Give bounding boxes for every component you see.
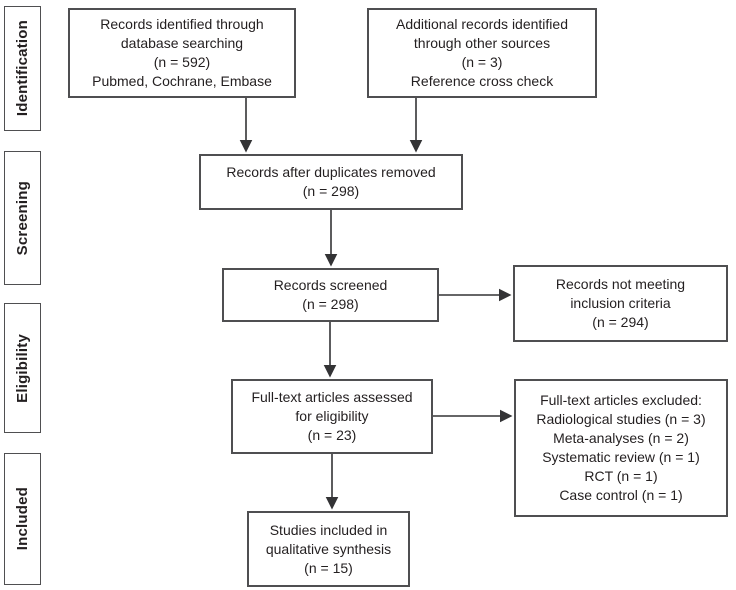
box-records-after-duplicates-removed: Records after duplicates removed (n = 29… <box>199 154 463 210</box>
stage-label-eligibility: Eligibility <box>14 333 31 403</box>
box-records-not-meeting-criteria: Records not meeting inclusion criteria (… <box>513 265 728 342</box>
box-records-identified: Records identified through database sear… <box>68 8 296 98</box>
stage-box-eligibility: Eligibility <box>4 303 41 433</box>
box-additional-records: Additional records identified through ot… <box>367 8 597 98</box>
stage-label-screening: Screening <box>14 180 31 256</box>
stage-box-identification: Identification <box>4 6 41 131</box>
box-fulltext-assessed: Full-text articles assessed for eligibil… <box>231 379 433 454</box>
stage-label-included: Included <box>14 487 31 551</box>
box-records-screened: Records screened (n = 298) <box>222 268 439 322</box>
stage-box-screening: Screening <box>4 151 41 285</box>
stage-label-identification: Identification <box>14 20 31 117</box>
box-studies-included: Studies included in qualitative synthesi… <box>247 511 410 587</box>
box-fulltext-excluded: Full-text articles excluded: Radiologica… <box>514 379 728 517</box>
stage-box-included: Included <box>4 453 41 585</box>
